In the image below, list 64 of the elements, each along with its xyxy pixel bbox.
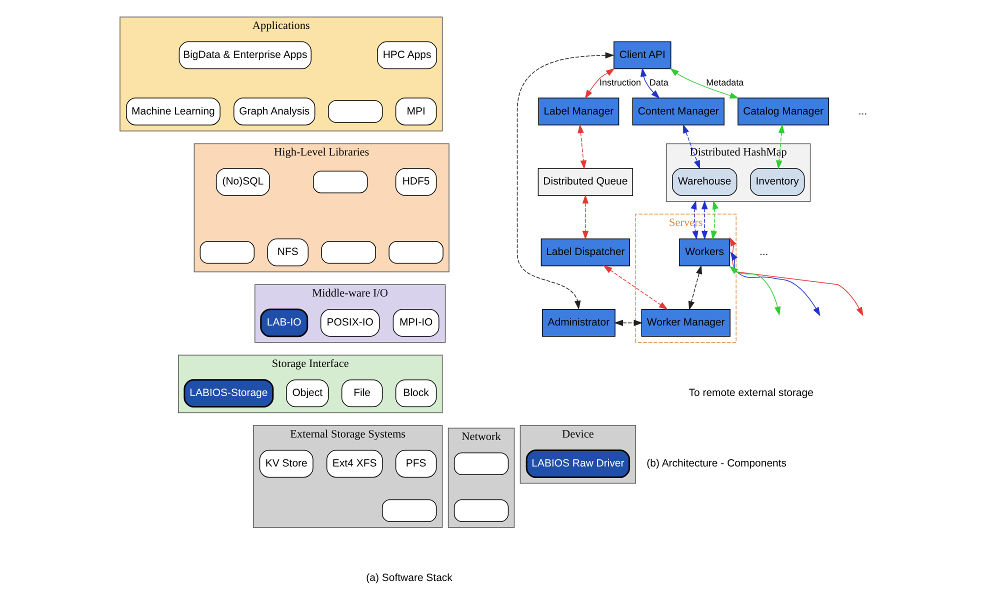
node-box: HPC Apps [376, 41, 437, 70]
node-box: Warehouse [672, 168, 737, 196]
node-box: Graph Analysis [233, 98, 315, 126]
node-box: Block [394, 379, 436, 408]
node-box [388, 241, 443, 264]
node-box [312, 170, 368, 194]
arrow [582, 194, 588, 240]
label: ... [858, 106, 867, 118]
node-box: LAB-IO [260, 308, 308, 338]
node-box: POSIX-IO [320, 309, 380, 337]
node-box: MPI [394, 98, 436, 126]
node-box [453, 452, 508, 476]
node-box: LABIOS Raw Driver [525, 450, 630, 478]
node-box: Catalog Manager [737, 98, 829, 126]
arrow [640, 68, 660, 99]
node-box: Inventory [749, 168, 804, 196]
node-box [381, 499, 436, 522]
node-box: Administrator [541, 309, 615, 337]
arrow [688, 265, 702, 310]
node-box: Label Dispatcher [540, 238, 630, 266]
arrow [602, 265, 668, 310]
node-box: Ext4 XFS [326, 450, 382, 478]
node-box [199, 241, 254, 264]
node-box: Label Manager [538, 98, 619, 126]
node-box: PFS [394, 450, 436, 478]
node-box: NFS [266, 238, 308, 266]
arrow [613, 320, 642, 326]
arrow [729, 237, 863, 316]
node-box: HDF5 [394, 168, 436, 196]
label: ... [758, 247, 768, 258]
node-box: Workers [678, 238, 730, 266]
cluster: Network [447, 428, 514, 528]
arrow [682, 124, 700, 170]
arrow [700, 200, 708, 240]
node-box [320, 241, 376, 264]
arrow [690, 200, 698, 240]
arrow [516, 52, 614, 310]
arrow [670, 68, 738, 99]
node-box: MPI-IO [392, 309, 439, 337]
node-box: BigData & Enterprise Apps [178, 41, 311, 70]
node-box: File [340, 379, 382, 408]
label: To remote external storage [688, 388, 813, 400]
node-box: KV Store [258, 450, 313, 478]
node-box: Machine Learning [126, 98, 220, 126]
node-box [327, 100, 382, 123]
node-box: Distributed Queue [537, 168, 633, 196]
edge-label: Instruction [599, 78, 641, 88]
label: (a) Software Stack [366, 573, 452, 584]
node-box: (No)SQL [215, 168, 270, 196]
edge-label: Data [648, 78, 668, 88]
node-box [453, 499, 508, 522]
arrow [728, 266, 780, 316]
arrow [710, 200, 718, 240]
arrow [730, 251, 820, 316]
arrow [584, 68, 614, 99]
node-box: LABIOS-Storage [183, 379, 274, 408]
node-box: Object [286, 379, 328, 408]
edge-label: Metadata [706, 78, 744, 88]
node-box: Worker Manager [640, 309, 730, 337]
arrow [577, 124, 586, 170]
label: (b) Architecture - Components [646, 458, 786, 470]
node-box: Client API [613, 41, 671, 70]
arrow [775, 124, 784, 170]
node-box: Content Manager [632, 98, 724, 126]
